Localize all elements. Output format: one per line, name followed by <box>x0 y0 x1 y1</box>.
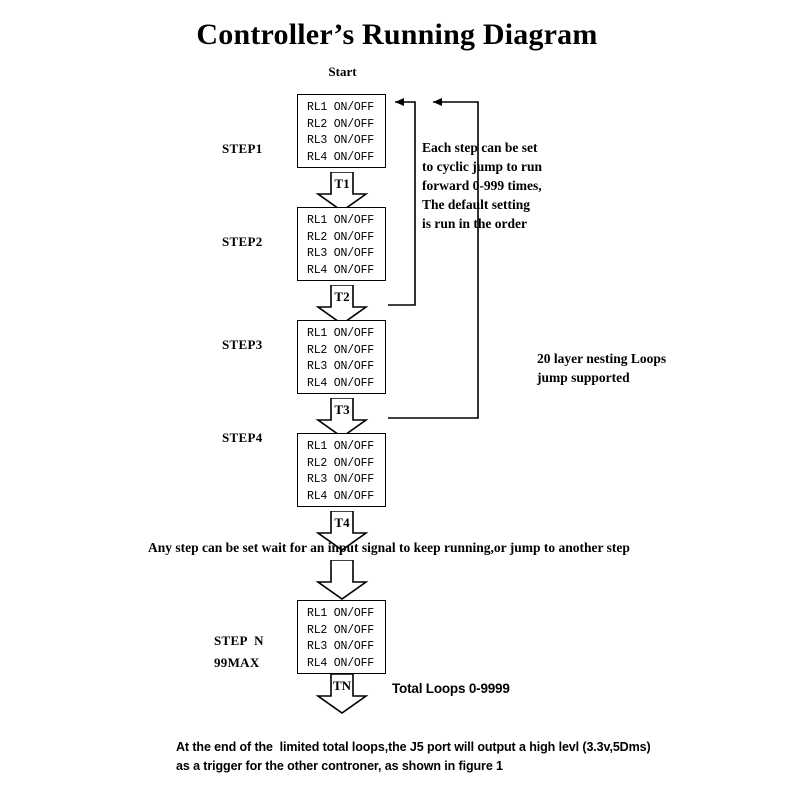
relay-line: RL4 ON/OFF <box>307 489 375 503</box>
transition-label-t1: T1 <box>334 176 350 191</box>
footer-note-line1: At the end of the limited total loops,th… <box>176 740 651 754</box>
transition-label-tn: TN <box>332 678 352 693</box>
step-box-2: RL1 ON/OFF RL2 ON/OFF RL3 ON/OFF RL4 ON/… <box>297 207 386 281</box>
relay-line: RL1 ON/OFF <box>307 327 375 340</box>
step-label-1: STEP1 <box>222 141 263 156</box>
transition-arrow-t3: T3 <box>314 398 370 438</box>
outer-loop-arrowhead <box>433 98 442 106</box>
step-label-n-line1: STEP N <box>214 633 264 648</box>
step-box-3: RL1 ON/OFF RL2 ON/OFF RL3 ON/OFF RL4 ON/… <box>297 320 386 394</box>
step-box-1: RL1 ON/OFF RL2 ON/OFF RL3 ON/OFF RL4 ON/… <box>297 94 386 168</box>
relay-line: RL4 ON/OFF <box>307 376 375 390</box>
down-arrow-icon <box>315 511 369 551</box>
relay-line: RL4 ON/OFF <box>307 263 375 277</box>
relay-line: RL1 ON/OFF <box>307 214 375 227</box>
transition-arrow-t1: T1 <box>314 172 370 212</box>
down-arrow-icon <box>315 674 369 714</box>
cyclic-jump-note: Each step can be set to cyclic jump to r… <box>422 140 542 231</box>
step-box-4: RL1 ON/OFF RL2 ON/OFF RL3 ON/OFF RL4 ON/… <box>297 433 386 507</box>
transition-label-t4: T4 <box>334 515 350 530</box>
transition-label-t2: T2 <box>334 289 350 304</box>
start-label: Start <box>328 64 357 79</box>
down-arrow-icon <box>315 285 369 325</box>
step-label-4: STEP4 <box>222 430 263 445</box>
footer-note: At the end of the limited total loops,th… <box>176 738 696 776</box>
relay-line: RL2 ON/OFF <box>307 230 375 244</box>
transition-arrow-t2: T2 <box>314 285 370 325</box>
transition-arrow-blank <box>314 560 370 600</box>
step-label-2: STEP2 <box>222 234 263 249</box>
relay-line: RL3 ON/OFF <box>307 247 375 260</box>
wait-note: Any step can be set wait for an input si… <box>148 540 630 555</box>
inner-loop-path <box>388 101 416 306</box>
relay-line: RL2 ON/OFF <box>307 117 375 131</box>
step-box-n: RL1 ON/OFF RL2 ON/OFF RL3 ON/OFF RL4 ON/… <box>297 600 386 674</box>
inner-loop-arrowhead <box>395 98 404 106</box>
relay-line: RL2 ON/OFF <box>307 456 375 470</box>
total-loops-note: Total Loops 0-9999 <box>392 681 510 696</box>
relay-line: RL2 ON/OFF <box>307 623 375 637</box>
relay-line: RL3 ON/OFF <box>307 134 375 147</box>
relay-line: RL1 ON/OFF <box>307 440 375 453</box>
footer-note-line2: as a trigger for the other controner, as… <box>176 759 503 773</box>
down-arrow-icon <box>315 172 369 212</box>
relay-line: RL3 ON/OFF <box>307 640 375 653</box>
down-arrow-icon <box>315 398 369 438</box>
step-label-3: STEP3 <box>222 337 263 352</box>
relay-line: RL1 ON/OFF <box>307 607 375 620</box>
step-label-n-line2: 99MAX <box>214 655 260 670</box>
down-arrow-icon <box>315 560 369 600</box>
page-title: Controller’s Running Diagram <box>196 18 598 51</box>
transition-arrow-t4: T4 <box>314 511 370 551</box>
relay-line: RL3 ON/OFF <box>307 473 375 486</box>
relay-line: RL4 ON/OFF <box>307 150 375 164</box>
relay-line: RL3 ON/OFF <box>307 360 375 373</box>
relay-line: RL2 ON/OFF <box>307 343 375 357</box>
nesting-loops-note: 20 layer nesting Loops jump supported <box>537 351 667 385</box>
outer-loop-path <box>388 101 479 419</box>
transition-arrow-tn: TN <box>314 674 370 714</box>
relay-line: RL1 ON/OFF <box>307 101 375 114</box>
relay-line: RL4 ON/OFF <box>307 656 375 670</box>
transition-label-t3: T3 <box>334 402 350 417</box>
